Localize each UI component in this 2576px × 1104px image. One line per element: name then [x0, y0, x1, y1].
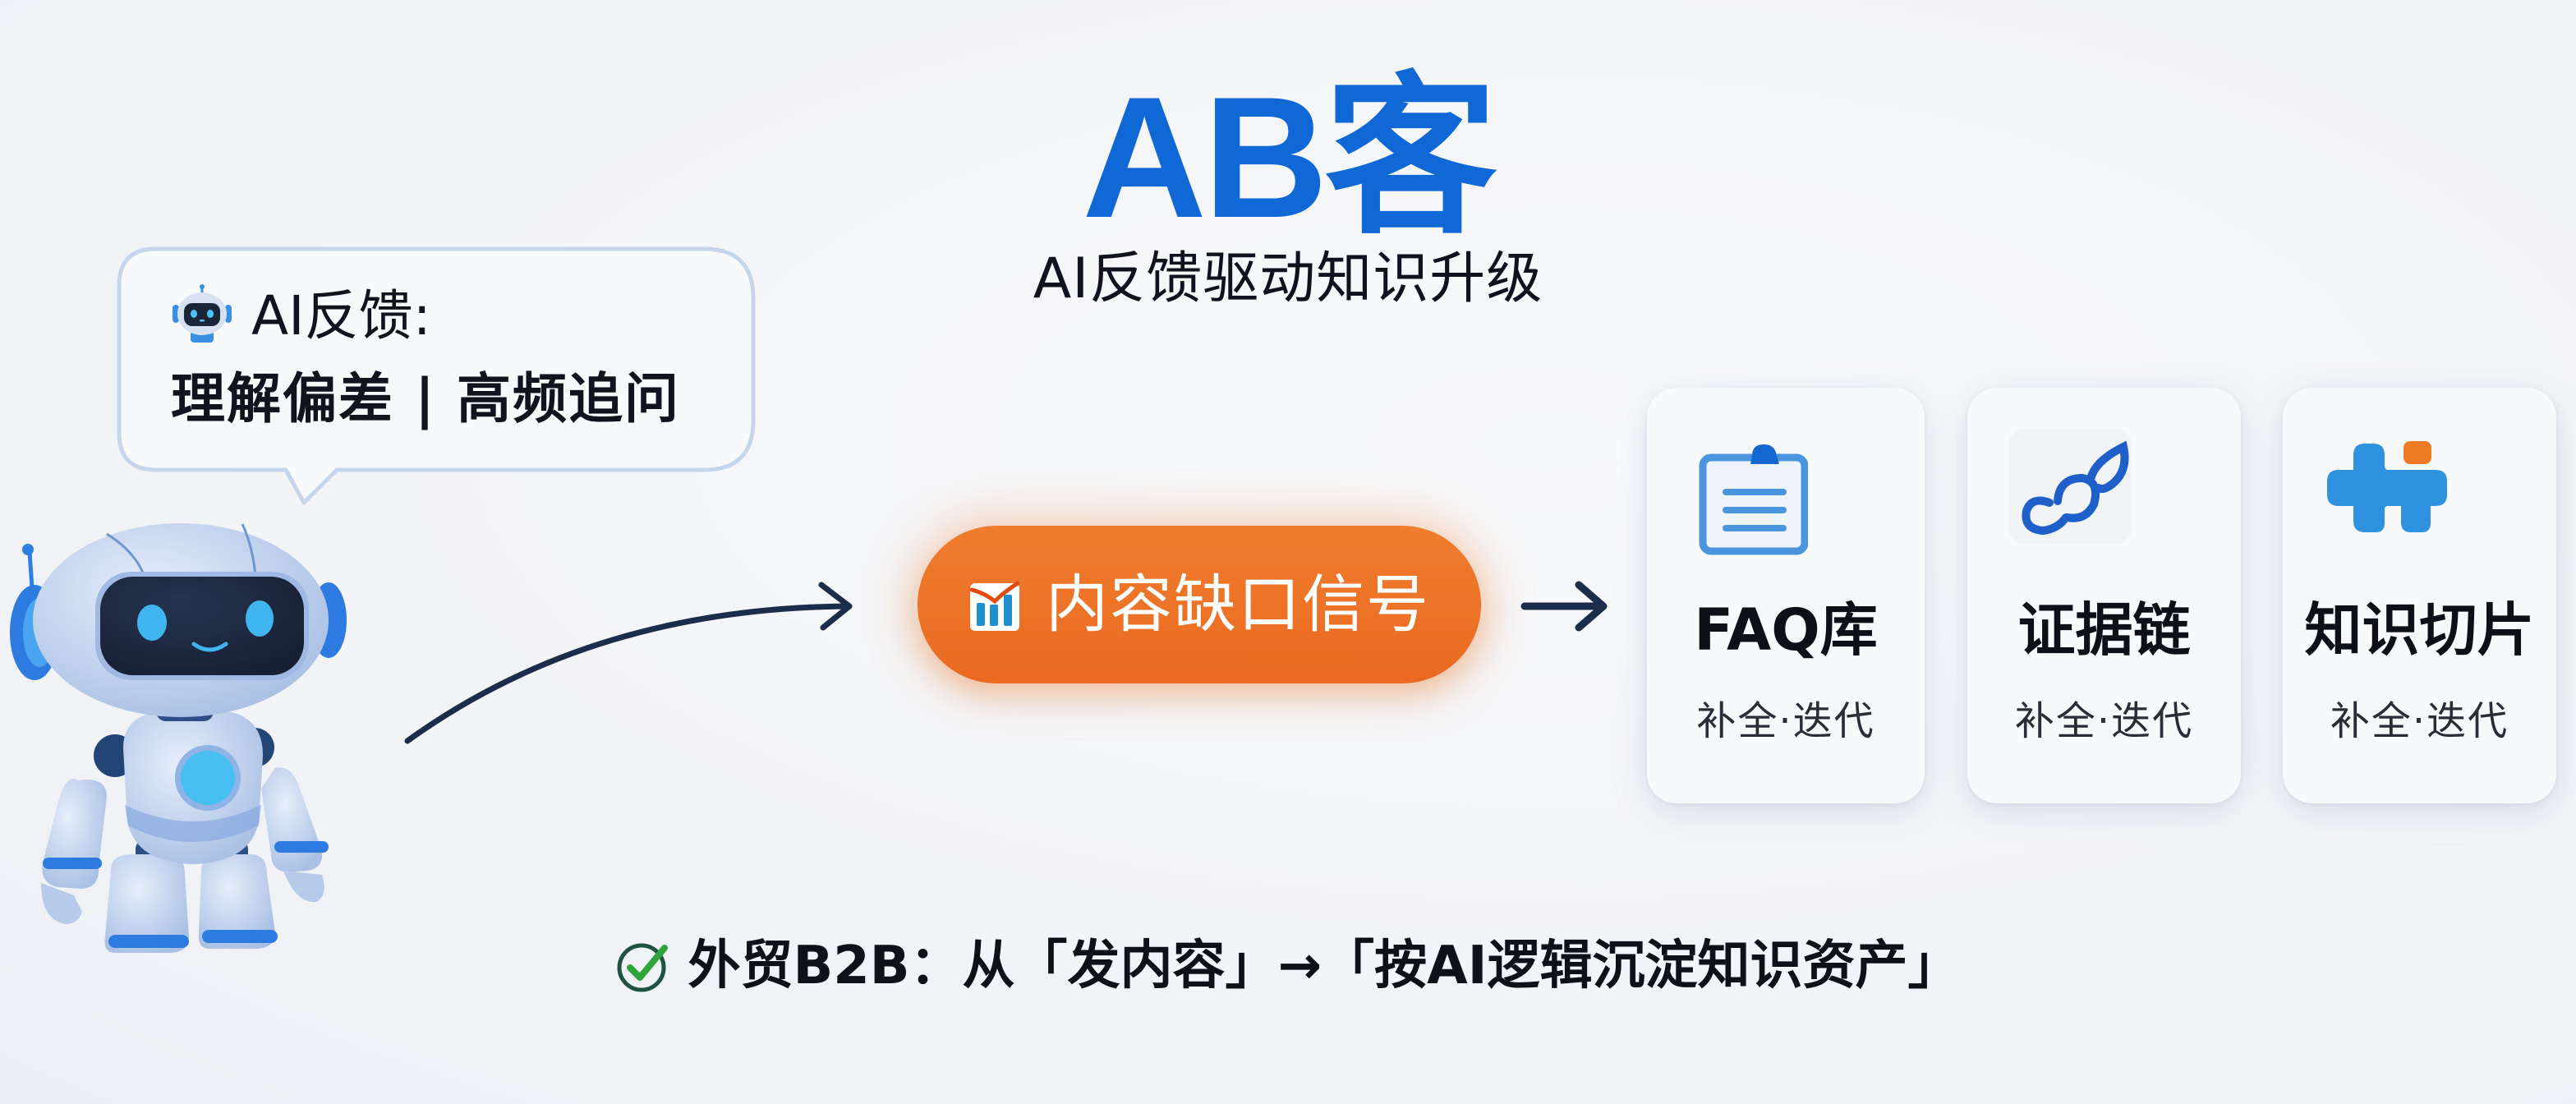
card-title: FAQ库	[1694, 596, 1878, 664]
curved-arrow-icon	[404, 582, 853, 744]
clipboard-document-icon	[1699, 444, 1808, 555]
card-subtitle: 补全·迭代	[2014, 698, 2194, 744]
page-subtitle: AI反馈驱动知识升级	[1033, 246, 1543, 311]
brand-title: AB客	[1082, 61, 1497, 254]
bubble-body: 理解偏差 | 高频追问	[171, 367, 681, 430]
speech-bubble	[117, 246, 756, 505]
card-title: 证据链	[2017, 596, 2191, 664]
tagline-text: 外贸B2B：从「发内容」→「按AI逻辑沉淀知识资产」	[688, 936, 1961, 996]
card-title: 知识切片	[2304, 596, 2535, 664]
robot-mascot-icon	[10, 523, 347, 953]
bar-chart-icon	[969, 581, 1020, 631]
puzzle-piece-icon	[2327, 441, 2447, 532]
content-gap-signal: 内容缺口信号	[918, 526, 1481, 683]
chain-link-icon	[2008, 429, 2132, 544]
card-evidence-chain: 证据链 补全·迭代	[1967, 388, 2241, 803]
bubble-title-row: AI反馈:	[169, 283, 431, 349]
check-circle-icon	[617, 943, 669, 992]
card-knowledge-slice: 知识切片 补全·迭代	[2283, 388, 2556, 803]
card-subtitle: 补全·迭代	[1696, 698, 1875, 744]
card-faq: FAQ库 补全·迭代	[1647, 388, 1925, 803]
robot-face-icon	[172, 284, 232, 343]
bubble-title: AI反馈:	[251, 284, 431, 347]
tagline: 外贸B2B：从「发内容」→「按AI逻辑沉淀知识资产」	[0, 933, 2576, 999]
right-arrow-icon	[1520, 581, 1608, 632]
signal-label: 内容缺口信号	[1046, 568, 1430, 641]
card-subtitle: 补全·迭代	[2330, 698, 2509, 744]
